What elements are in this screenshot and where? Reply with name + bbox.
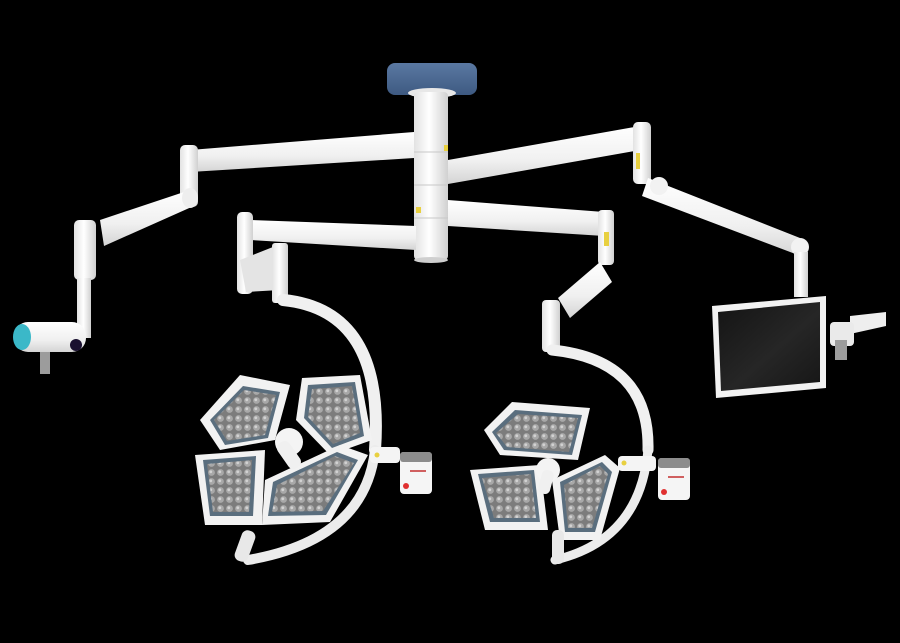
led-module <box>564 466 608 528</box>
left-light-arm <box>237 212 416 565</box>
right-light-head <box>470 402 620 564</box>
left-control-panel <box>400 452 432 494</box>
camera-arm <box>74 132 414 338</box>
led-module <box>207 460 252 512</box>
central-column <box>414 92 448 263</box>
led-module <box>214 390 276 441</box>
monitor-arm <box>448 122 809 297</box>
left-light-head <box>195 375 372 562</box>
monitor <box>712 296 886 398</box>
led-module <box>482 474 536 518</box>
monitor-screen <box>718 302 820 391</box>
camera-lens-icon <box>13 324 31 350</box>
right-control-panel <box>658 458 690 500</box>
camera <box>13 322 86 374</box>
led-module <box>272 456 354 512</box>
right-light-arm <box>448 200 656 565</box>
led-module <box>496 414 578 452</box>
led-module <box>308 386 360 444</box>
